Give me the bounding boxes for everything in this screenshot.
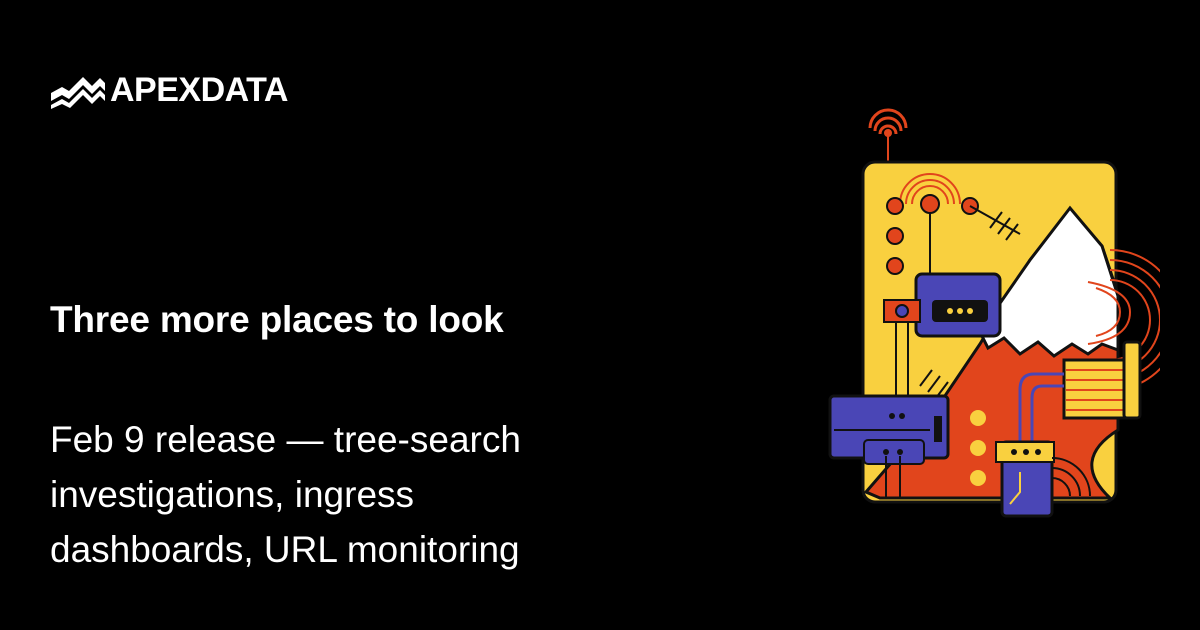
mountain-chart-logo-icon bbox=[51, 77, 105, 109]
release-description-line: investigations, ingress bbox=[50, 474, 415, 515]
yellow-dot-column bbox=[970, 410, 986, 486]
headline: Three more places to look bbox=[50, 299, 504, 340]
release-description-line: Feb 9 release — tree-search bbox=[50, 419, 521, 460]
abstract-mountain-circuit-illustration bbox=[828, 108, 1160, 518]
brand-logo: APEXDATA bbox=[50, 70, 288, 110]
antenna-icon bbox=[868, 108, 908, 135]
release-description-line: dashboards, URL monitoring bbox=[50, 529, 520, 570]
release-description: Feb 9 release — tree-search investigatio… bbox=[50, 412, 750, 577]
mountain-snowcap bbox=[978, 205, 1120, 358]
brand-name: APEXDATA bbox=[110, 71, 288, 109]
